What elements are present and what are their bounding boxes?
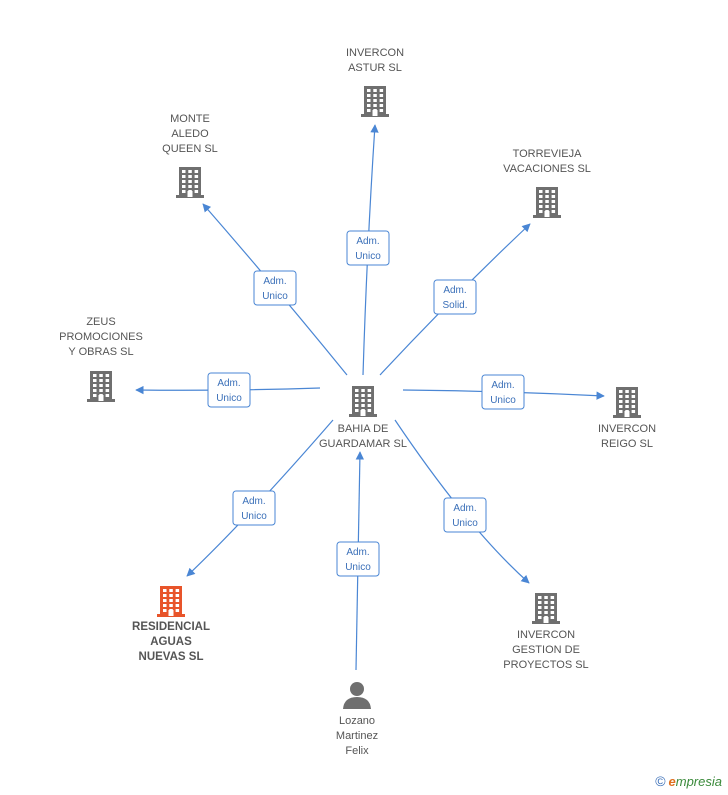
edge-gestion-label-line: Unico	[452, 518, 478, 529]
zeus-label-line: Y OBRAS SL	[68, 346, 133, 358]
edge-reigo-label-line: Unico	[490, 395, 516, 406]
reigo-label-line: INVERCON	[598, 423, 656, 435]
astur-label-line: INVERCON	[346, 47, 404, 59]
edge-gestion-label[interactable]: Adm. Unico	[443, 497, 487, 533]
edge-gestion-label-line: Adm.	[453, 503, 476, 514]
residencial-label-line: RESIDENCIAL	[132, 621, 210, 633]
torrevieja-building-icon[interactable]	[533, 187, 561, 218]
gestion-building-icon[interactable]	[532, 593, 560, 624]
residencial-label-line: NUEVAS SL	[139, 651, 204, 663]
edge-zeus-label[interactable]: Adm. Unico	[207, 372, 251, 408]
astur-label-line: ASTUR SL	[348, 62, 402, 74]
edges-layer: Adm.UnicoAdm.UnicoAdm.Solid.Adm.UnicoAdm…	[135, 124, 605, 671]
residencial-label-line: AGUAS	[150, 636, 192, 648]
bahia-label-line: GUARDAMAR SL	[319, 438, 407, 450]
edge-zeus-label-line: Unico	[216, 393, 242, 404]
edge-residencial-label[interactable]: Adm. Unico	[232, 490, 276, 526]
zeus-label[interactable]: ZEUS PROMOCIONES Y OBRAS SL	[59, 316, 143, 358]
zeus-label-line: ZEUS	[86, 316, 115, 328]
edge-astur-label-line: Unico	[355, 251, 381, 262]
lozano-label-line: Martinez	[336, 730, 378, 742]
lozano-label-line: Lozano	[339, 715, 375, 727]
edge-zeus-label-line: Adm.	[217, 378, 240, 389]
gestion-label-line: INVERCON	[517, 629, 575, 641]
nodes-layer: BAHIA DE GUARDAMAR SL INVERCON ASTUR SL MONT…	[59, 47, 656, 757]
residencial-label[interactable]: RESIDENCIAL AGUAS NUEVAS SL	[132, 621, 210, 663]
reigo-building-icon[interactable]	[613, 387, 641, 418]
edge-residencial-label-line: Adm.	[242, 496, 265, 507]
brand-name: mpresia	[675, 774, 722, 789]
edge-torrevieja-label[interactable]: Adm. Solid.	[433, 279, 477, 315]
bahia-label[interactable]: BAHIA DE GUARDAMAR SL	[319, 423, 407, 450]
edge-residencial-label-line: Unico	[241, 511, 267, 522]
gestion-label-line: PROYECTOS SL	[503, 659, 588, 671]
zeus-label-line: PROMOCIONES	[59, 331, 143, 343]
torrevieja-label-line: TORREVIEJA	[513, 148, 583, 160]
edge-torrevieja-label-line: Solid.	[442, 300, 467, 311]
torrevieja-label-line: VACACIONES SL	[503, 163, 591, 175]
edge-monte-label-line: Unico	[262, 291, 288, 302]
monte-label-line: QUEEN SL	[162, 143, 218, 155]
lozano-label-line: Felix	[345, 745, 369, 757]
gestion-label-line: GESTION DE	[512, 644, 580, 656]
monte-label-line: MONTE	[170, 113, 210, 125]
residencial-building-icon[interactable]	[157, 586, 185, 617]
lozano-person-icon[interactable]	[343, 682, 371, 709]
footer-brand[interactable]: ©empresia	[655, 773, 722, 789]
edge-reigo-label[interactable]: Adm. Unico	[481, 374, 525, 410]
edge-torrevieja-label-line: Adm.	[443, 285, 466, 296]
edge-monte-label-line: Adm.	[263, 276, 286, 287]
edge-astur-label-line: Adm.	[356, 236, 379, 247]
monte-label[interactable]: MONTE ALEDO QUEEN SL	[162, 113, 218, 155]
astur-label[interactable]: INVERCON ASTUR SL	[346, 47, 404, 74]
gestion-label[interactable]: INVERCON GESTION DE PROYECTOS SL	[503, 629, 588, 671]
zeus-building-icon[interactable]	[87, 371, 115, 402]
edge-reigo-label-line: Adm.	[491, 380, 514, 391]
edge-lozano-label[interactable]: Adm. Unico	[336, 541, 380, 577]
torrevieja-label[interactable]: TORREVIEJA VACACIONES SL	[503, 148, 591, 175]
edge-monte-label[interactable]: Adm. Unico	[253, 270, 297, 306]
reigo-label[interactable]: INVERCON REIGO SL	[598, 423, 656, 450]
astur-building-icon[interactable]	[361, 86, 389, 117]
bahia-label-line: BAHIA DE	[338, 423, 389, 435]
monte-building-icon[interactable]	[176, 167, 204, 198]
edge-lozano-label-line: Adm.	[346, 547, 369, 558]
edge-lozano-label-line: Unico	[345, 562, 371, 573]
edge-astur-label[interactable]: Adm. Unico	[346, 230, 390, 266]
reigo-label-line: REIGO SL	[601, 438, 653, 450]
monte-label-line: ALEDO	[171, 128, 209, 140]
copyright-icon: ©	[655, 773, 666, 789]
bahia-building-icon[interactable]	[349, 386, 377, 417]
brand-initial: e	[668, 774, 676, 789]
